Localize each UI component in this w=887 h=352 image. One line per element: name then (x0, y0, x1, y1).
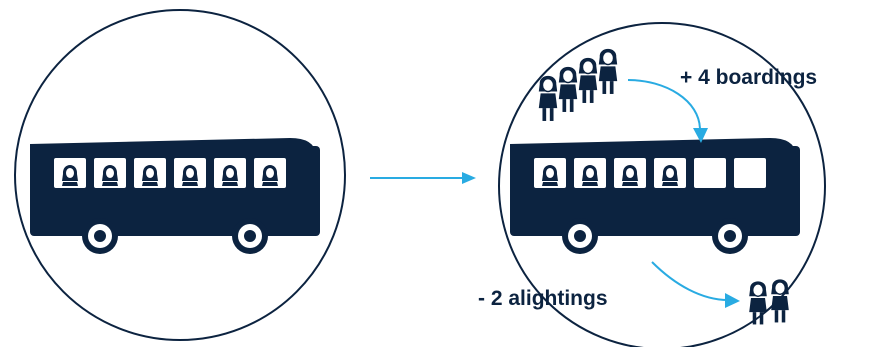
alightings-label: - 2 alightings (478, 287, 608, 310)
bus-before-passenger-icon (62, 165, 78, 186)
bus-before-passenger-icon (102, 165, 118, 186)
bus-before-passenger-icon (222, 165, 238, 186)
bus-after-passenger-icon (662, 165, 678, 186)
bus-after-window (694, 158, 726, 188)
bus-after-window (734, 158, 766, 188)
bus-icon-after (510, 138, 800, 254)
bus-before-passenger-icon (142, 165, 158, 186)
bus-before-passenger-icon (182, 165, 198, 186)
boarding-people-group (538, 48, 618, 121)
boarding-arrow-icon (627, 79, 708, 143)
bus-before-passenger-icon (262, 165, 278, 186)
alighting-people-group (749, 279, 789, 325)
transition-arrow-icon (370, 172, 476, 184)
boarding-person-icon (558, 66, 578, 112)
boarding-person-icon (598, 48, 618, 94)
boardings-label: + 4 boardings (680, 66, 817, 89)
alighting-person-icon (771, 279, 789, 323)
alighting-person-icon (749, 281, 767, 325)
boarding-person-icon (538, 75, 558, 121)
bus-icon-before (30, 138, 320, 254)
bus-after-passenger-icon (582, 165, 598, 186)
bus-after-passenger-icon (622, 165, 638, 186)
alighting-arrow-icon (651, 261, 740, 308)
before-circle (14, 9, 346, 341)
bus-after-passenger-icon (542, 165, 558, 186)
boarding-person-icon (578, 57, 598, 103)
